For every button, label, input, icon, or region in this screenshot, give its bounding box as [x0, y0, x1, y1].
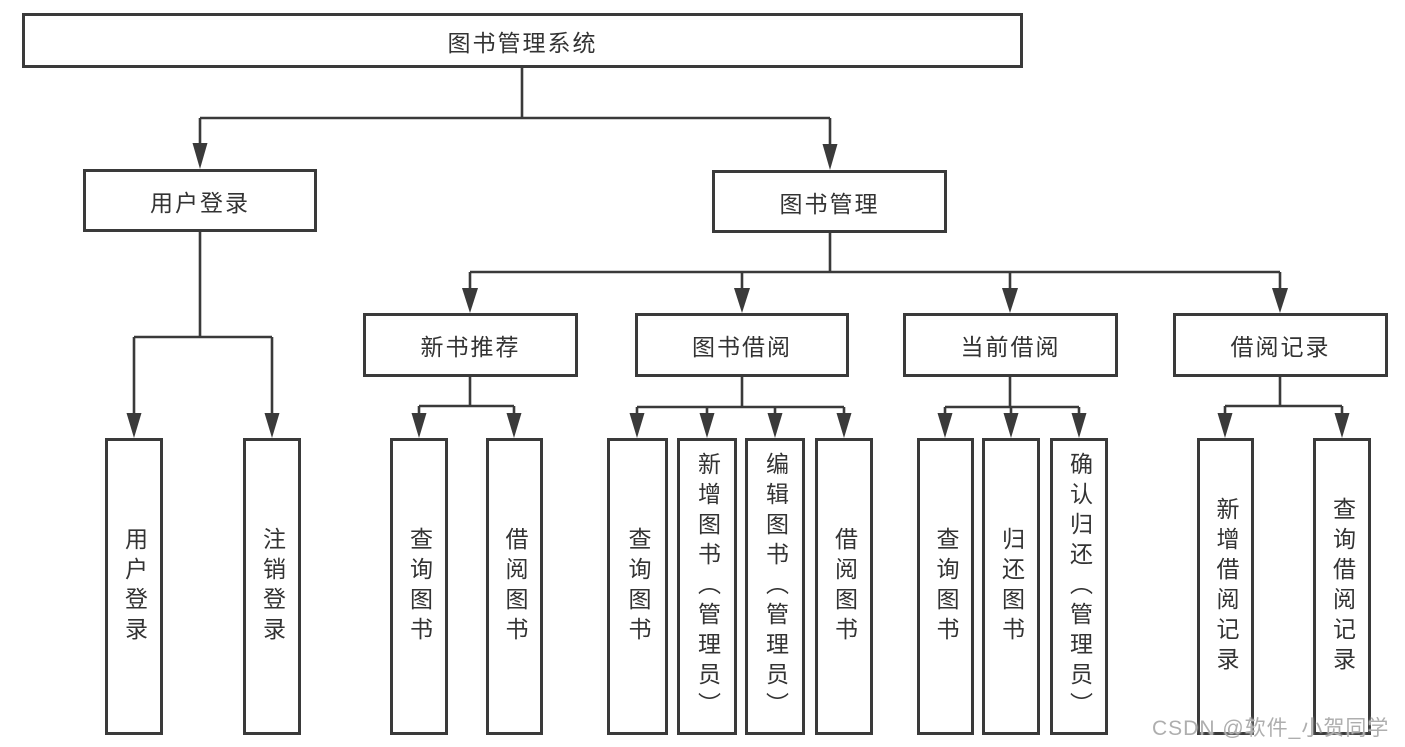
leaf-add-borrow-record: 新增借阅记录	[1197, 438, 1254, 735]
node-borrowing-records: 借阅记录	[1173, 313, 1388, 377]
node-label: 新书推荐	[420, 334, 521, 360]
arrowheads	[126, 143, 1350, 438]
node-user-login: 用户登录	[83, 169, 317, 232]
leaf-label: 新增借阅记录	[1213, 496, 1239, 677]
leaf-query-borrow-record: 查询借阅记录	[1313, 438, 1371, 735]
leaf-label: 确认归还（管理员）	[1066, 451, 1093, 722]
leaf-logout-login: 注销登录	[243, 438, 301, 735]
leaf-query-books: 查询图书	[390, 438, 448, 735]
node-current-borrowing: 当前借阅	[903, 313, 1118, 377]
node-label: 当前借阅	[960, 334, 1061, 360]
leaf-return-books: 归还图书	[982, 438, 1040, 735]
leaf-label: 新增图书（管理员）	[694, 451, 721, 722]
node-label: 图书管理系统	[447, 29, 598, 56]
node-new-book-recommendation: 新书推荐	[363, 313, 578, 377]
leaf-label: 查询图书	[406, 526, 433, 647]
node-label: 图书管理	[779, 190, 880, 217]
leaf-label: 编辑图书（管理员）	[762, 451, 789, 722]
node-book-management: 图书管理	[712, 170, 947, 233]
leaf-label: 注销登录	[259, 526, 286, 647]
node-label: 用户登录	[150, 189, 250, 216]
leaf-label: 借阅图书	[831, 526, 858, 647]
leaf-borrow-books-2: 借阅图书	[815, 438, 873, 735]
leaf-label: 查询图书	[625, 526, 651, 647]
leaf-query-books-3: 查询图书	[917, 438, 974, 735]
node-label: 借阅记录	[1230, 334, 1331, 360]
node-book-management-system: 图书管理系统	[22, 13, 1023, 68]
leaf-add-books-admin: 新增图书（管理员）	[677, 438, 737, 735]
leaf-borrow-books: 借阅图书	[486, 438, 543, 735]
leaf-query-books-2: 查询图书	[607, 438, 668, 735]
leaf-label: 借阅图书	[502, 526, 528, 647]
leaf-label: 归还图书	[998, 526, 1025, 647]
watermark-text: CSDN @软件_小贺同学	[1152, 717, 1390, 740]
leaf-label: 用户登录	[121, 526, 148, 647]
leaf-edit-books-admin: 编辑图书（管理员）	[745, 438, 805, 735]
leaf-label: 查询图书	[933, 526, 959, 647]
leaf-label: 查询借阅记录	[1329, 496, 1356, 677]
node-label: 图书借阅	[692, 334, 792, 360]
node-book-borrowing: 图书借阅	[635, 313, 849, 377]
leaf-user-login: 用户登录	[105, 438, 163, 735]
leaf-confirm-return-admin: 确认归还（管理员）	[1050, 438, 1108, 735]
